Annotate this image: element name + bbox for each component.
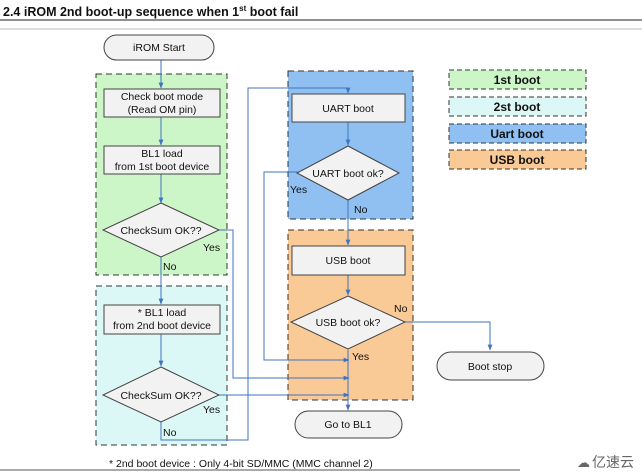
- node-bl1-load-2nd: [103, 304, 221, 335]
- legend-uart-boot: [448, 123, 587, 144]
- node-checksum-2-label: CheckSum OK??: [120, 390, 201, 402]
- edge-uart-yes: [263, 171, 350, 363]
- node-irom-start-label: iROM Start: [133, 42, 185, 54]
- node-bl1-load-2nd-line1: * BL1 load: [138, 307, 187, 319]
- node-checksum-1: [101, 202, 221, 258]
- watermark: ☁亿速云: [577, 452, 634, 472]
- node-uart-ok-label: UART boot ok?: [312, 168, 384, 180]
- label-uart-no: No: [354, 204, 368, 216]
- label-uart-yes: Yes: [290, 184, 307, 196]
- node-check-boot-mode-line1: Check boot mode: [121, 91, 203, 103]
- node-boot-stop-label: Boot stop: [468, 361, 513, 373]
- node-usb-boot-label: USB boot: [326, 255, 371, 267]
- footnote: * 2nd boot device : Only 4-bit SD/MMC (M…: [109, 458, 373, 470]
- label-checksum2-yes: Yes: [203, 404, 220, 416]
- legend-2nd-boot: [448, 96, 587, 117]
- edge-checksum2-no: [160, 87, 351, 441]
- label-checksum2-no: No: [163, 427, 177, 439]
- node-bl1-load-1st-line1: BL1 load: [141, 148, 183, 160]
- label-usb-yes: Yes: [352, 351, 369, 363]
- node-checksum-1-label: CheckSum OK??: [120, 225, 201, 237]
- node-uart-boot: [291, 93, 406, 123]
- page-title: 2.4 iROM 2nd boot-up sequence when 1st b…: [3, 4, 298, 19]
- watermark-text: 亿速云: [592, 454, 634, 470]
- node-checksum-2: [101, 366, 221, 423]
- legend-1st-boot: [448, 69, 587, 90]
- node-usb-boot: [291, 245, 406, 276]
- legend-usb-boot-label: USB boot: [490, 153, 545, 167]
- node-check-boot-mode-line2: (Read OM pin): [128, 104, 197, 116]
- legend-1st-boot-label: 1st boot: [494, 73, 541, 87]
- cloud-icon: ☁: [577, 455, 590, 470]
- title-superscript: st: [239, 4, 247, 13]
- node-usb-ok-label: USB boot ok?: [316, 317, 381, 329]
- node-usb-ok: [289, 295, 407, 350]
- node-bl1-load-2nd-line2: from 2nd boot device: [113, 320, 211, 332]
- title-suffix: boot fail: [246, 5, 299, 20]
- label-usb-no: No: [394, 303, 408, 315]
- label-checksum1-no: No: [163, 261, 177, 273]
- node-uart-boot-label: UART boot: [322, 103, 374, 115]
- node-irom-start: [103, 34, 215, 61]
- edge-usb-no: [405, 321, 493, 351]
- title-text: 2.4 iROM 2nd boot-up sequence when 1: [3, 5, 240, 20]
- node-uart-ok: [295, 145, 401, 201]
- node-go-to-bl1: [294, 410, 403, 439]
- node-boot-stop: [436, 351, 545, 381]
- legend-usb-boot: [448, 149, 587, 170]
- legend-uart-boot-label: Uart boot: [490, 127, 543, 141]
- legend-2nd-boot-label: 2st boot: [494, 100, 541, 114]
- node-go-to-bl1-label: Go to BL1: [324, 419, 371, 431]
- node-bl1-load-1st: [103, 145, 221, 175]
- label-checksum1-yes: Yes: [203, 242, 220, 254]
- node-bl1-load-1st-line2: from 1st boot device: [115, 161, 210, 173]
- node-check-boot-mode: [103, 88, 221, 118]
- edge-checksum1-yes: [219, 229, 350, 381]
